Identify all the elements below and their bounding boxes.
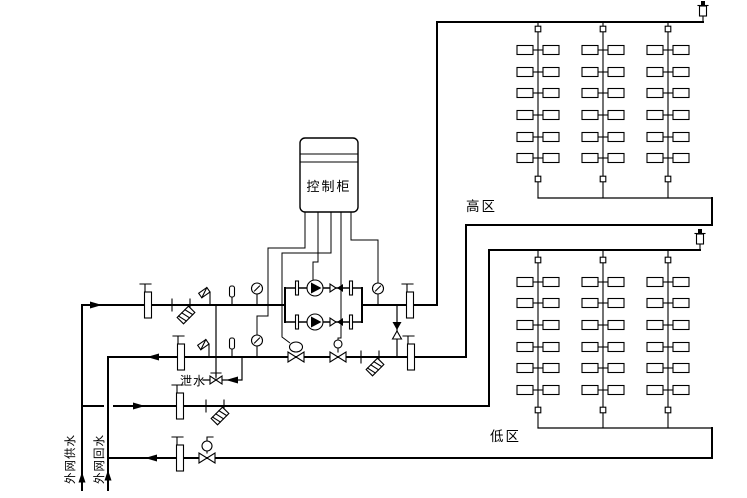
control-wire xyxy=(337,212,342,340)
flow-arrow-icon xyxy=(77,471,87,484)
control-cabinet-panel-lines xyxy=(300,153,358,163)
control-wiring xyxy=(256,212,379,344)
low-zone-supply-pipe xyxy=(81,249,701,407)
sensor-icon xyxy=(228,285,236,306)
control-cabinet-label: 控制柜 xyxy=(306,179,351,194)
riser-valve-icon xyxy=(664,25,672,33)
strainer-icon xyxy=(360,350,385,377)
flow-arrow-icon xyxy=(225,375,239,385)
riser-valve-icon xyxy=(599,406,607,414)
drain-pipe xyxy=(202,304,243,381)
sensor-icon xyxy=(228,337,236,358)
control-wire xyxy=(312,212,319,280)
control-wire xyxy=(256,212,306,335)
pump-icon xyxy=(306,279,324,297)
riser-valve-icon xyxy=(534,406,542,414)
bypass-check-valve-icon xyxy=(391,321,403,340)
actuated-valve-icon xyxy=(329,339,347,363)
low-zone-return-pipe xyxy=(107,427,713,459)
motorized-control-valve-icon xyxy=(287,341,305,363)
gate-valve-icon xyxy=(401,283,415,319)
control-cabinet: 控制柜 xyxy=(299,137,359,213)
riser-valve-icon xyxy=(664,256,672,264)
control-cabinet-box xyxy=(299,137,359,213)
air-vent-icon xyxy=(697,0,709,23)
thermometer-icon xyxy=(197,338,210,358)
high-zone-circuit xyxy=(516,22,690,198)
pressure-gauge-icon xyxy=(250,282,264,306)
drain-valve-icon xyxy=(209,372,223,385)
flange-icon xyxy=(294,280,300,296)
return-main-pipe xyxy=(107,197,713,491)
air-vent-icon xyxy=(694,228,706,251)
low-zone-circuit xyxy=(516,250,690,428)
flow-arrow-icon xyxy=(144,453,158,463)
strainer-icon xyxy=(205,399,230,426)
motorized-valve-icon xyxy=(198,436,216,464)
strainer-icon xyxy=(171,298,196,325)
gate-valve-icon xyxy=(171,384,185,420)
high-zone-label: 高区 xyxy=(466,198,497,214)
gate-valve-icon xyxy=(402,335,416,371)
thermometer-icon xyxy=(198,286,211,306)
flange-icon xyxy=(294,314,300,330)
control-wire xyxy=(350,212,379,283)
external-supply-label: 外网供水 xyxy=(63,434,77,484)
riser-valve-icon xyxy=(664,175,672,183)
control-wire xyxy=(281,212,332,344)
riser-valve-icon xyxy=(534,25,542,33)
flange-icon xyxy=(348,280,354,296)
low-zone-label: 低区 xyxy=(490,429,521,444)
external-supply-riser-pipe xyxy=(81,304,286,491)
drain-label: 泄水 xyxy=(180,374,206,388)
pressure-gauge-icon xyxy=(371,282,385,306)
high-zone-supply-main-pipe xyxy=(361,21,704,306)
pressure-gauge-icon xyxy=(250,334,264,358)
flange-icon xyxy=(348,314,354,330)
riser-valve-icon xyxy=(599,256,607,264)
flow-arrow-icon xyxy=(89,300,103,310)
pump-icon xyxy=(306,313,324,331)
riser-valve-icon xyxy=(534,256,542,264)
riser-valve-icon xyxy=(534,175,542,183)
external-return-label: 外网回水 xyxy=(93,434,106,484)
riser-valve-icon xyxy=(664,406,672,414)
gate-valve-icon xyxy=(172,335,186,371)
riser-valve-icon xyxy=(599,175,607,183)
riser-valve-icon xyxy=(599,25,607,33)
gate-valve-icon xyxy=(139,283,153,319)
flow-arrow-icon xyxy=(146,352,160,362)
gate-valve-icon xyxy=(171,436,185,472)
flow-arrow-icon xyxy=(132,401,146,411)
